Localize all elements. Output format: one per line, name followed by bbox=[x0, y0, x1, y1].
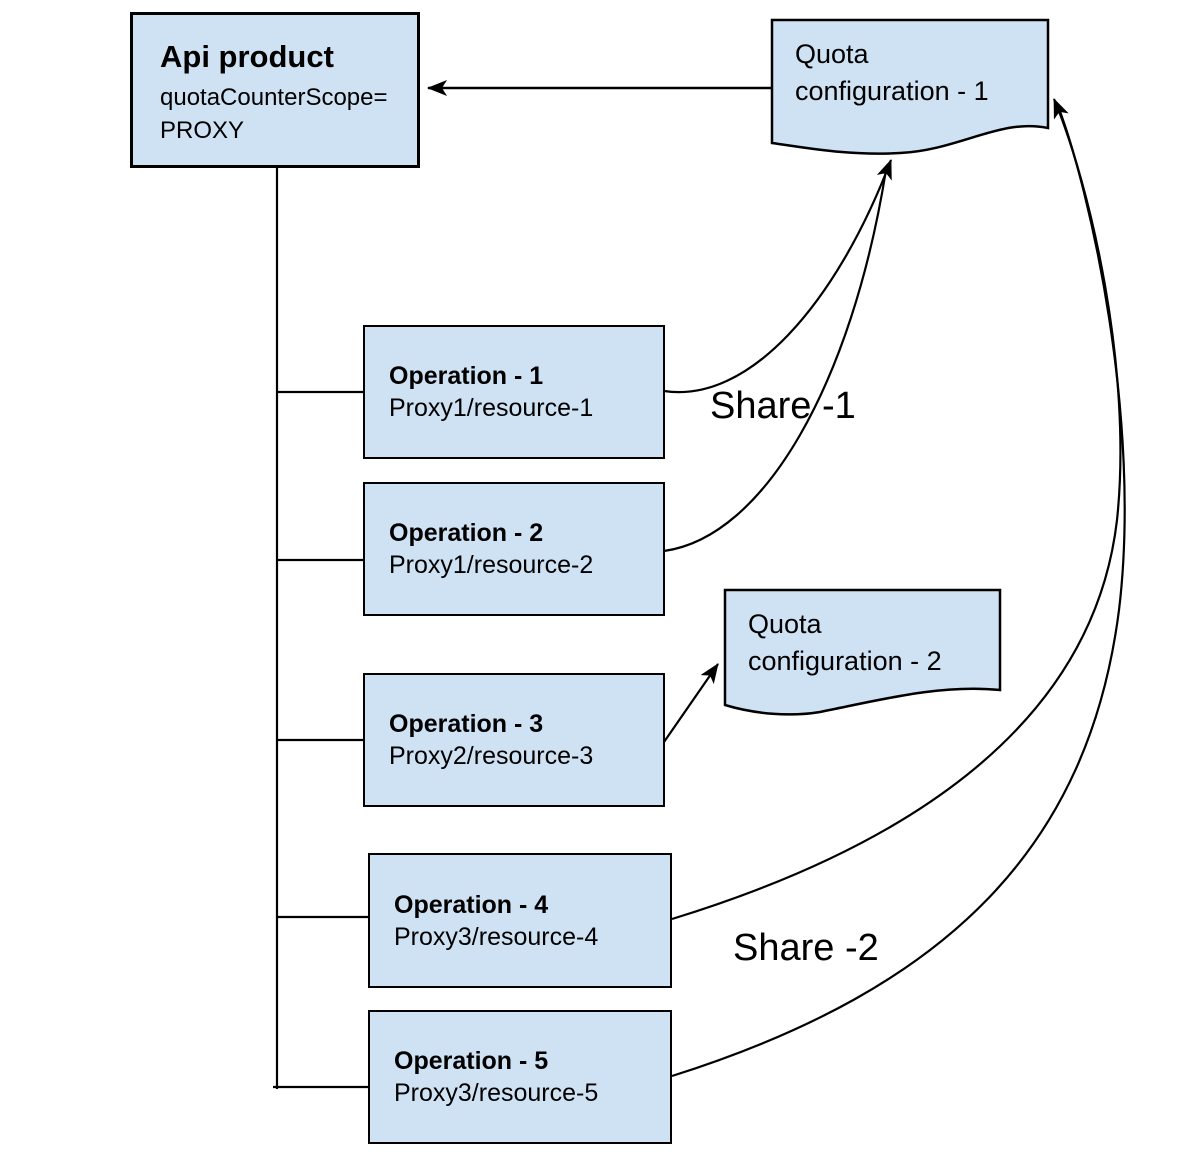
operation-1-resource: Proxy1/resource-1 bbox=[389, 394, 594, 422]
api-product-quota-scope-value: PROXY bbox=[160, 117, 245, 144]
curve-op1-to-quota1 bbox=[663, 159, 893, 394]
quota-config-1-label: Quota configuration - 1 bbox=[795, 36, 989, 110]
curve-op4-to-quota1 bbox=[671, 98, 1122, 921]
share-2-label: Share -2 bbox=[733, 927, 879, 969]
operation-3-node: Operation - 3 Proxy2/resource-3 bbox=[363, 673, 665, 807]
share-1-label: Share -1 bbox=[710, 385, 856, 427]
quota-config-1-shape bbox=[770, 18, 1050, 155]
api-product-quota-scope: quotaCounterScope= bbox=[160, 84, 388, 111]
quota-config-1-label-line1: Quota bbox=[795, 39, 869, 69]
operation-4-node: Operation - 4 Proxy3/resource-4 bbox=[368, 853, 672, 988]
quota-config-1-label-line2: configuration - 1 bbox=[795, 76, 989, 106]
operation-2-resource: Proxy1/resource-2 bbox=[389, 551, 594, 579]
curve-op2-to-quota1 bbox=[663, 169, 888, 553]
operation-5-resource: Proxy3/resource-5 bbox=[394, 1079, 599, 1107]
quota-config-2-shape bbox=[723, 588, 1002, 716]
curve-op5-to-quota1 bbox=[671, 105, 1126, 1078]
operation-1-title: Operation - 1 bbox=[389, 362, 544, 390]
operation-5-node: Operation - 5 Proxy3/resource-5 bbox=[368, 1010, 672, 1144]
operation-1-node: Operation - 1 Proxy1/resource-1 bbox=[363, 325, 665, 459]
quota-config-2-label-line1: Quota bbox=[748, 609, 822, 639]
operation-3-title: Operation - 3 bbox=[389, 710, 544, 738]
operation-4-title: Operation - 4 bbox=[394, 890, 549, 919]
operation-3-resource: Proxy2/resource-3 bbox=[389, 742, 594, 770]
quota-config-2-label-line2: configuration - 2 bbox=[748, 646, 942, 676]
operation-2-node: Operation - 2 Proxy1/resource-2 bbox=[363, 482, 665, 616]
api-product-title: Api product bbox=[160, 39, 334, 74]
api-product-node: Api product quotaCounterScope= PROXY bbox=[130, 12, 420, 168]
operation-4-resource: Proxy3/resource-4 bbox=[394, 922, 599, 951]
operation-5-title: Operation - 5 bbox=[394, 1047, 549, 1075]
operation-2-title: Operation - 2 bbox=[389, 519, 544, 547]
arrow-op3-to-quota2 bbox=[663, 663, 719, 743]
quota-config-2-label: Quota configuration - 2 bbox=[748, 606, 942, 680]
